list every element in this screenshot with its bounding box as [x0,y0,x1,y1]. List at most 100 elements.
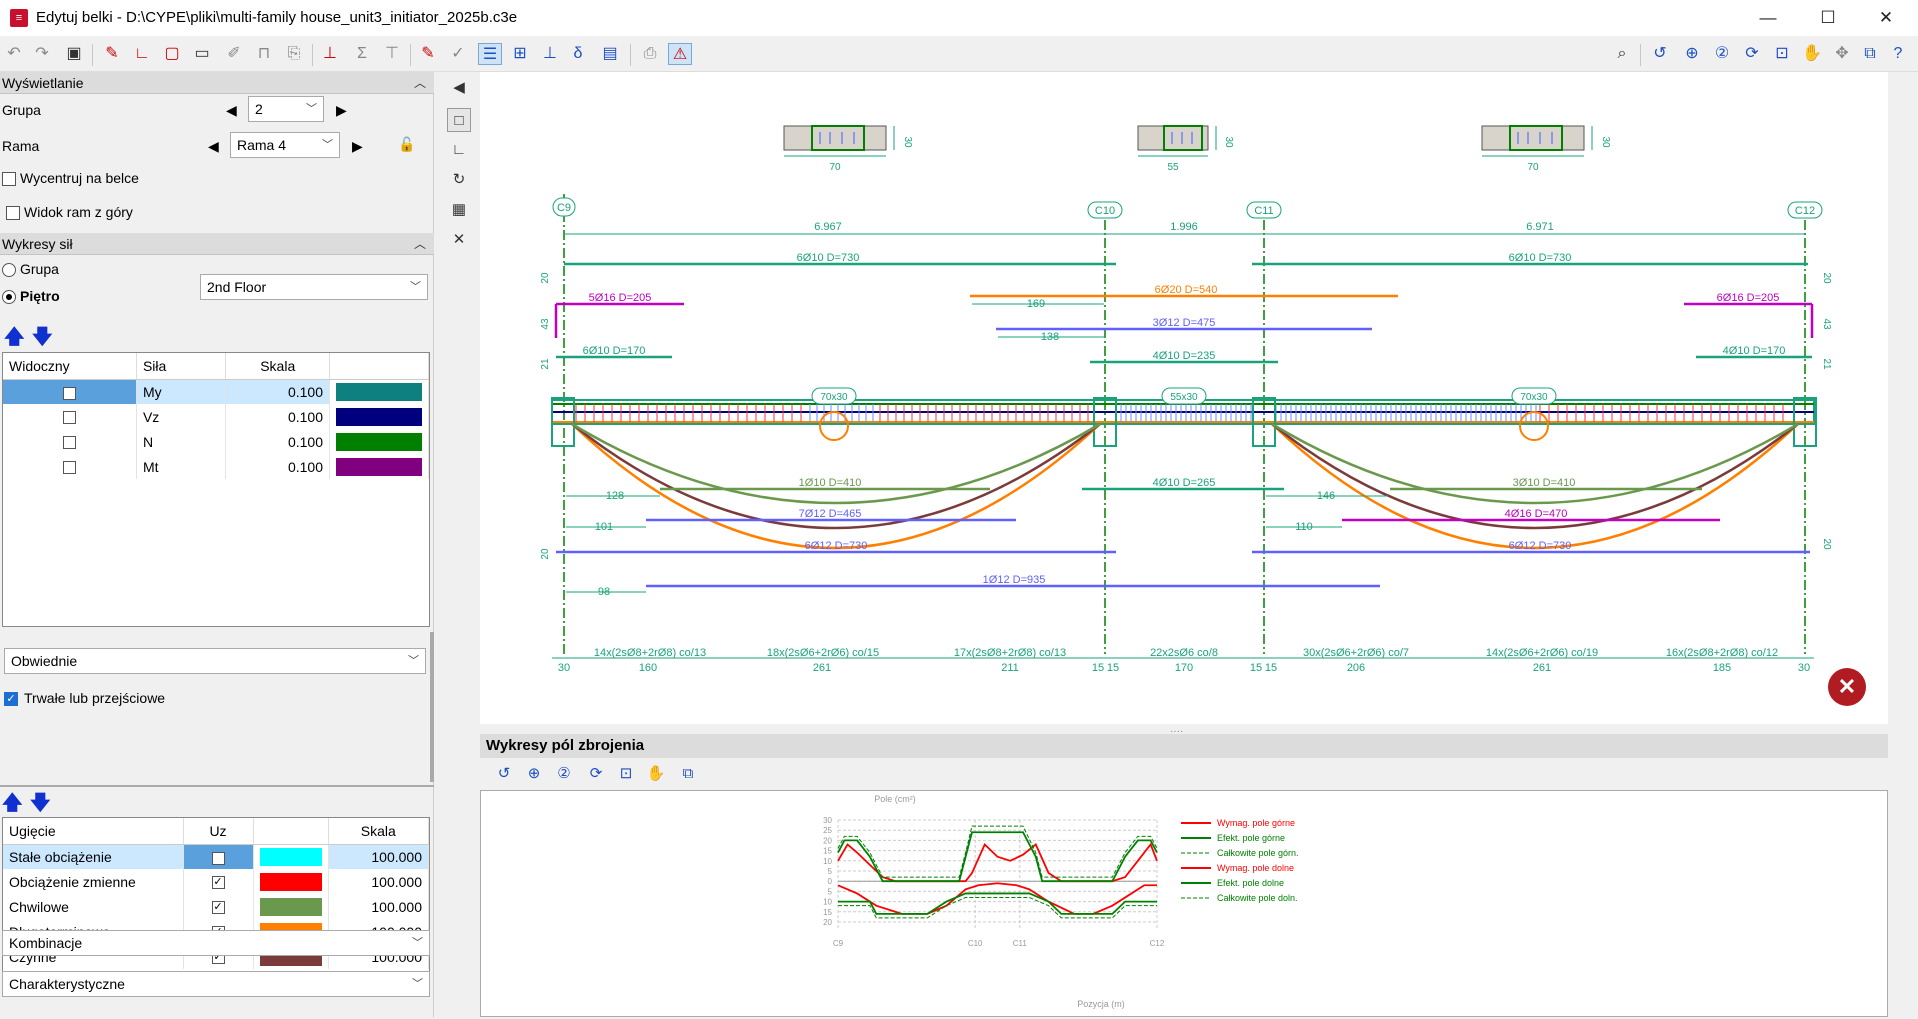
angle-icon[interactable]: ∟ [451,141,467,158]
top-view-checkbox[interactable] [6,206,20,220]
zoom-all-icon[interactable]: ⊕ [527,765,541,782]
visible-checkbox[interactable] [62,386,76,400]
help-icon[interactable]: ? [1893,45,1903,62]
visible-checkbox[interactable] [62,411,76,425]
maximize-button[interactable]: ☐ [1820,8,1836,27]
move-up-icon[interactable]: 🡅 [2,792,23,814]
prev-group-icon[interactable]: ◀ [226,102,237,118]
prev-frame-icon[interactable]: ◀ [208,138,219,154]
frame-select[interactable]: Rama 4﹀ [230,132,340,158]
color-swatch[interactable] [336,382,422,401]
move-up-icon[interactable]: 🡅 [4,326,25,348]
equalize-icon[interactable]: ⊓ [257,45,271,62]
bar-edit-icon[interactable]: ∟ [134,45,150,62]
color-swatch[interactable] [259,847,322,866]
zoom-previous-icon[interactable]: ↺ [1653,45,1667,62]
uz-checkbox[interactable]: ✓ [211,901,225,915]
print-icon[interactable]: ⎙ [643,45,657,62]
table-row[interactable]: N 0.100 [3,429,429,454]
force-scale[interactable]: 0.100 [225,454,330,479]
minimize-button[interactable]: — [1759,8,1777,27]
force-scale[interactable]: 0.100 [225,379,330,404]
window-view-icon[interactable]: ⧉ [682,765,694,782]
table-row[interactable]: Chwilowe ✓ 100.000 [3,894,429,919]
close-window-button[interactable]: ✕ [1878,8,1894,27]
move-icon[interactable]: ✥ [1835,45,1849,62]
tools-icon[interactable]: ✕ [452,231,466,248]
table-row[interactable]: Stałe obciążenie 100.000 [3,844,429,869]
zoom-x2-icon[interactable]: ② [1714,45,1730,62]
panel-splitter[interactable] [430,632,434,782]
undo-icon[interactable]: ↶ [7,45,21,62]
col-color[interactable] [253,818,329,845]
draw-icon[interactable]: ✎ [421,45,435,62]
collapse-panel-icon[interactable]: ◀ [453,79,465,96]
edit-bars-icon[interactable]: ✐ [227,45,241,62]
save-icon[interactable]: ▣ [66,45,82,62]
color-swatch[interactable] [336,432,422,451]
uz-checkbox[interactable] [211,851,225,865]
force-scale[interactable]: 0.100 [225,404,330,429]
col-scale[interactable]: Skala [225,353,330,380]
rotate-icon[interactable]: ↻ [452,171,466,188]
combinations-select[interactable]: Kombinacje﹀ [2,930,430,956]
move-down-icon[interactable]: 🡇 [32,326,53,348]
list-icon[interactable]: ☰ [478,43,502,65]
section-icon[interactable]: ▢ [164,45,180,62]
span-icon[interactable]: ⊥ [323,45,337,62]
envelope-select[interactable]: Obwiednie﹀ [4,648,426,674]
characteristic-select[interactable]: Charakterystyczne﹀ [2,971,430,997]
select-icon[interactable]: □ [447,108,471,132]
table-row[interactable]: Obciążenie zmienne ✓ 100.000 [3,869,429,894]
copy-icon[interactable]: ⎘ [287,45,301,62]
search-icon[interactable]: ⌕ [1617,45,1627,62]
radio-floor[interactable] [2,290,16,304]
deflection-scale[interactable]: 100.000 [328,894,429,919]
col-scale[interactable]: Skala [328,818,429,845]
next-frame-icon[interactable]: ▶ [352,138,363,154]
zoom-x2-icon[interactable]: ② [557,765,571,782]
center-on-beam-checkbox[interactable] [2,172,16,186]
forces-section-header[interactable]: Wykresy sił︿ [0,233,434,255]
redo-icon[interactable]: ↷ [35,45,49,62]
support-icon[interactable]: ⊤ [385,45,399,62]
warning-icon[interactable]: ⚠ [668,43,692,65]
radio-group[interactable] [2,263,16,277]
window-view-icon[interactable]: ⧉ [1864,45,1876,62]
col-force[interactable]: Siła [136,353,227,380]
table-row[interactable]: Mt 0.100 [3,454,429,479]
move-down-icon[interactable]: 🡇 [30,792,51,814]
table-row[interactable]: My 0.100 [3,379,429,404]
uz-checkbox[interactable]: ✓ [211,876,225,890]
color-swatch[interactable] [336,407,422,426]
table-row[interactable]: Vz 0.100 [3,404,429,429]
pan-hand-icon[interactable]: ✋ [1802,45,1822,62]
close-drawing-icon[interactable]: ✕ [1828,668,1866,706]
visible-checkbox[interactable] [62,436,76,450]
verify-icon[interactable]: ✓ [451,45,465,62]
zoom-all-icon[interactable]: ⊕ [1685,45,1699,62]
deflection-scale[interactable]: 100.000 [328,844,429,869]
color-swatch[interactable] [259,897,322,916]
check-icon[interactable]: Σ [357,45,367,62]
persistent-checkbox[interactable]: ✓ [4,692,18,706]
splitter-handle-icon[interactable]: ···· [1170,726,1184,737]
pan-hand-icon[interactable]: ✋ [646,765,666,782]
panel-splitter[interactable] [0,785,434,787]
beam-drawing-canvas[interactable]: 70 30 55 30 70 30 C9 C10 C11 C12 6.967 1 [480,72,1888,724]
force-scale[interactable]: 0.100 [225,429,330,454]
col-uz[interactable]: Uz [183,818,254,845]
deflection-icon[interactable]: δ [573,45,583,62]
next-group-icon[interactable]: ▶ [336,102,347,118]
stirrup-icon[interactable]: ▭ [194,45,210,62]
color-swatch[interactable] [259,872,322,891]
refresh-icon[interactable]: ⟳ [589,765,603,782]
loads-icon[interactable]: ⊞ [513,45,527,62]
lock-icon[interactable]: 🔓 [398,136,416,152]
report-icon[interactable]: ▤ [602,45,618,62]
color-swatch[interactable] [336,457,422,476]
zoom-window-icon[interactable]: ⊡ [1775,45,1789,62]
floor-select[interactable]: 2nd Floor﹀ [200,274,428,300]
col-visible[interactable]: Widoczny [3,353,137,380]
